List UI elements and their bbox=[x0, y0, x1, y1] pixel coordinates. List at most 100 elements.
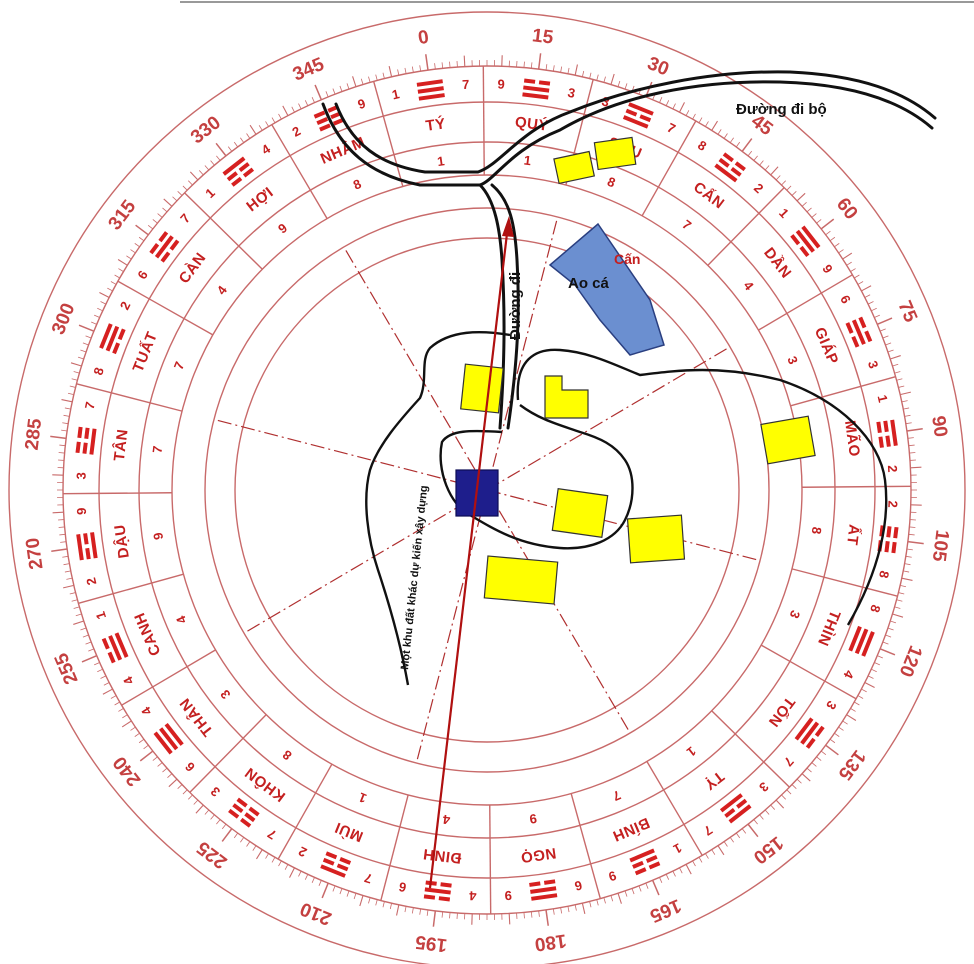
cell-digit: 9 bbox=[356, 96, 368, 113]
tick bbox=[567, 906, 570, 913]
tick bbox=[672, 103, 676, 110]
mountain-divider bbox=[489, 804, 492, 878]
tick bbox=[162, 207, 168, 213]
cell-digit: 6 bbox=[182, 759, 198, 775]
sector-line bbox=[213, 418, 488, 491]
mountain-divider bbox=[389, 794, 409, 866]
cell-divider bbox=[121, 686, 154, 706]
tick bbox=[871, 307, 877, 312]
ring-3 bbox=[98, 101, 876, 879]
cell-digit: 7 bbox=[363, 870, 374, 886]
tick bbox=[867, 301, 874, 305]
tick bbox=[574, 904, 577, 911]
degree-label: 15 bbox=[531, 25, 555, 48]
tick bbox=[735, 141, 741, 148]
mountain-label: THÌN bbox=[814, 608, 844, 649]
tick bbox=[560, 66, 563, 73]
tick bbox=[530, 911, 533, 918]
tick bbox=[61, 399, 73, 403]
mountain-divider bbox=[641, 151, 679, 217]
walkway-outer bbox=[321, 80, 934, 187]
tick bbox=[894, 606, 901, 609]
tick bbox=[346, 890, 350, 897]
tick bbox=[73, 371, 80, 374]
tick bbox=[88, 648, 95, 652]
tick bbox=[874, 662, 880, 666]
tick bbox=[610, 895, 614, 902]
building-2 bbox=[593, 136, 637, 171]
tick bbox=[434, 63, 436, 70]
tick bbox=[118, 268, 124, 272]
tick bbox=[103, 682, 110, 686]
tick bbox=[692, 860, 696, 867]
cell-digit: 1 bbox=[671, 840, 684, 857]
tick bbox=[71, 378, 78, 381]
trigram-icon bbox=[228, 797, 260, 828]
tick bbox=[796, 192, 806, 202]
tick bbox=[368, 897, 371, 904]
mountain-divider bbox=[99, 492, 173, 495]
cell-digit: 2 bbox=[885, 465, 900, 473]
inner-digit: 7 bbox=[171, 359, 188, 371]
tick bbox=[182, 185, 188, 191]
tick bbox=[820, 218, 835, 230]
tick bbox=[801, 201, 807, 207]
tick bbox=[552, 908, 555, 915]
tick bbox=[537, 53, 542, 70]
tick bbox=[901, 577, 913, 581]
inner-digit: 4 bbox=[741, 278, 758, 294]
tick bbox=[801, 773, 811, 782]
tick bbox=[820, 750, 827, 756]
tick bbox=[432, 910, 437, 927]
tick bbox=[791, 191, 797, 196]
tick bbox=[806, 207, 812, 213]
cell-digit: 1 bbox=[93, 610, 110, 622]
tick bbox=[816, 219, 822, 224]
tick bbox=[233, 832, 239, 839]
mountain-divider bbox=[801, 485, 875, 488]
tick bbox=[867, 675, 874, 679]
walkway-inner bbox=[334, 70, 937, 174]
cell-divider bbox=[76, 383, 112, 394]
tick bbox=[134, 243, 140, 248]
degree-label: 165 bbox=[646, 894, 684, 926]
tick bbox=[711, 120, 718, 131]
tick bbox=[311, 877, 315, 883]
cell-digit: 8 bbox=[876, 569, 892, 579]
tick bbox=[638, 885, 642, 892]
tick bbox=[265, 121, 269, 127]
tick bbox=[786, 789, 792, 795]
trigram-icon bbox=[101, 632, 129, 664]
trigram-icon bbox=[848, 625, 875, 657]
tick bbox=[850, 708, 856, 712]
tick bbox=[233, 141, 239, 148]
tick bbox=[508, 913, 511, 925]
tick bbox=[352, 76, 357, 87]
tick bbox=[59, 533, 66, 536]
tick bbox=[589, 72, 592, 79]
tick bbox=[215, 142, 227, 157]
tick bbox=[147, 224, 154, 230]
mountain-divider bbox=[760, 644, 826, 682]
mountain-divider bbox=[707, 212, 760, 266]
tick bbox=[545, 64, 548, 71]
tick bbox=[411, 907, 414, 914]
tick bbox=[97, 307, 103, 312]
tick bbox=[182, 789, 188, 795]
sector-line bbox=[415, 489, 488, 764]
tick bbox=[77, 356, 84, 360]
tick bbox=[753, 155, 758, 161]
tick bbox=[426, 909, 429, 916]
tick bbox=[909, 526, 916, 528]
tick bbox=[910, 466, 922, 469]
tick bbox=[882, 335, 889, 339]
mountain-label: HỢI bbox=[243, 184, 277, 215]
tick bbox=[246, 841, 251, 847]
tick bbox=[449, 912, 451, 919]
mountain-label: MÙI bbox=[332, 818, 366, 846]
cell-digit: 7 bbox=[781, 754, 797, 769]
cell-digit: 9 bbox=[497, 77, 505, 92]
degree-label: 210 bbox=[297, 898, 334, 929]
